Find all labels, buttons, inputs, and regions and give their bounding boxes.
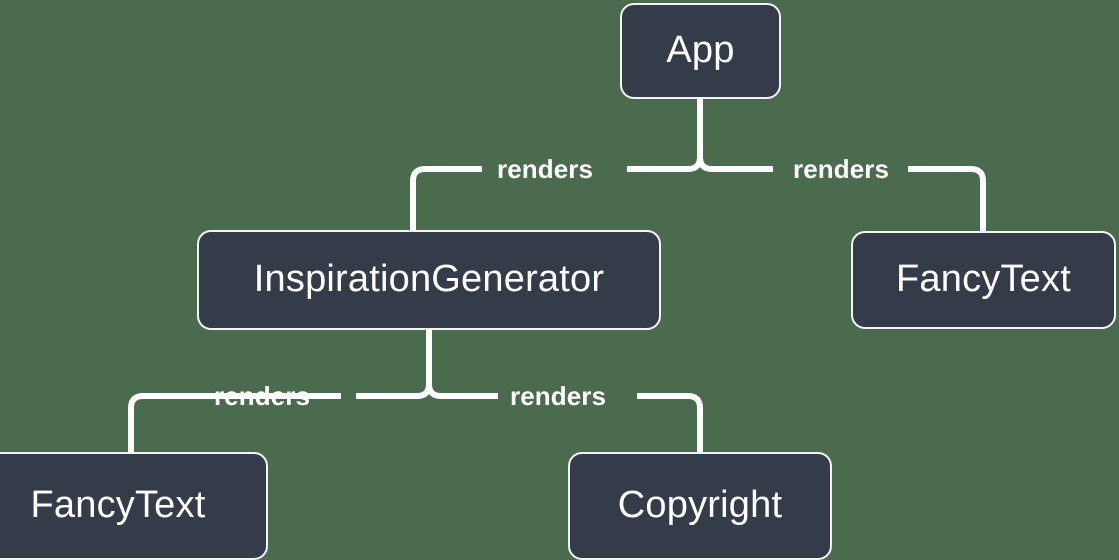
node-inspiration-generator[interactable]: InspirationGenerator	[197, 230, 661, 330]
node-fancytext-bottom[interactable]: FancyText	[0, 452, 268, 560]
edge-label-inspiration-generator-to-copyright: renders	[510, 381, 607, 411]
edge-app-stem-right	[697, 156, 773, 172]
node-copyright-label: Copyright	[617, 483, 783, 526]
edge-inspirationgenerator-stem-right	[426, 383, 498, 399]
edge-inspirationgenerator-stem	[356, 330, 432, 399]
edge-label-app-to-inspiration-generator: renders	[497, 154, 594, 184]
edge-inspirationgenerator-to-fancytext-bottom	[128, 393, 341, 452]
node-copyright[interactable]: Copyright	[568, 452, 832, 560]
edge-app-stem	[627, 99, 703, 172]
node-fancytext-right-label: FancyText	[896, 257, 1071, 300]
node-app[interactable]: App	[620, 3, 781, 99]
edge-app-to-fancytext-right	[908, 166, 986, 231]
edge-label-inspiration-generator-to-fancytext-bottom: renders	[214, 381, 311, 411]
node-fancytext-right[interactable]: FancyText	[851, 231, 1116, 329]
node-fancytext-bottom-label: FancyText	[30, 483, 206, 526]
edge-inspirationgenerator-to-copyright	[637, 393, 703, 452]
node-inspiration-generator-label: InspirationGenerator	[253, 257, 605, 300]
edge-label-app-to-fancytext-right: renders	[793, 154, 890, 184]
edge-app-to-inspirationgenerator	[410, 166, 482, 230]
node-app-label: App	[666, 28, 735, 71]
